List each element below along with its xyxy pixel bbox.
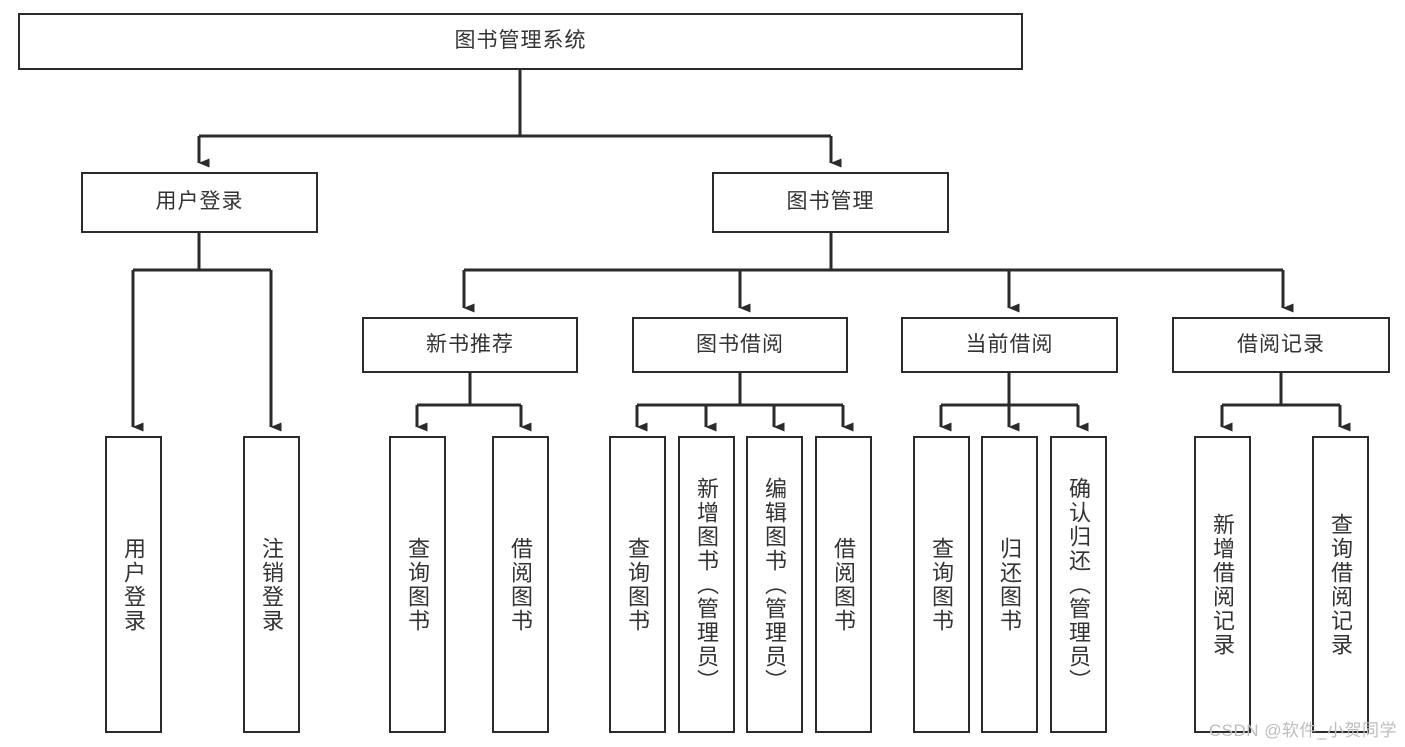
node-leaf-borrow-book-2-label: 借阅图书 [831, 536, 857, 633]
node-leaf-query-book-3[interactable]: 查询图书 [913, 436, 970, 733]
node-book-borrow-label: 图书借阅 [696, 332, 784, 356]
node-leaf-add-record-label: 新增借阅记录 [1210, 512, 1236, 657]
node-borrow-record[interactable]: 借阅记录 [1172, 317, 1390, 373]
node-leaf-logout-label: 注销登录 [259, 536, 285, 633]
node-leaf-add-book-label: 新增图书（管理员） [694, 476, 720, 693]
node-current-borrow-label: 当前借阅 [965, 332, 1054, 356]
node-leaf-edit-book[interactable]: 编辑图书（管理员） [746, 436, 803, 733]
node-leaf-query-book-1-label: 查询图书 [405, 536, 431, 633]
node-leaf-logout[interactable]: 注销登录 [243, 436, 300, 733]
node-leaf-return-book-label: 归还图书 [997, 536, 1023, 633]
csdn-watermark: CSDN @软件_小贺同学 [1208, 721, 1397, 740]
node-book-manage[interactable]: 图书管理 [712, 172, 949, 233]
node-leaf-query-record[interactable]: 查询借阅记录 [1312, 436, 1369, 733]
node-leaf-query-book-2[interactable]: 查询图书 [609, 436, 666, 733]
node-leaf-confirm-return-label: 确认归还（管理员） [1066, 476, 1092, 693]
node-leaf-confirm-return[interactable]: 确认归还（管理员） [1050, 436, 1107, 733]
node-leaf-add-record[interactable]: 新增借阅记录 [1194, 436, 1251, 733]
node-leaf-borrow-book-2[interactable]: 借阅图书 [815, 436, 872, 733]
node-root-system-label: 图书管理系统 [454, 29, 587, 53]
node-user-login-label: 用户登录 [155, 190, 244, 214]
node-leaf-edit-book-label: 编辑图书（管理员） [762, 476, 788, 693]
node-leaf-query-book-3-label: 查询图书 [929, 536, 955, 633]
node-leaf-query-book-2-label: 查询图书 [625, 536, 651, 633]
node-leaf-query-record-label: 查询借阅记录 [1328, 512, 1354, 657]
node-leaf-borrow-book-1-label: 借阅图书 [508, 536, 534, 633]
node-new-book-recommend-label: 新书推荐 [426, 332, 514, 356]
node-leaf-return-book[interactable]: 归还图书 [981, 436, 1038, 733]
node-borrow-record-label: 借阅记录 [1237, 332, 1325, 356]
node-current-borrow[interactable]: 当前借阅 [901, 317, 1118, 373]
node-leaf-user-login[interactable]: 用户登录 [105, 436, 162, 733]
node-book-manage-label: 图书管理 [786, 190, 875, 214]
node-book-borrow[interactable]: 图书借阅 [632, 317, 848, 373]
node-leaf-borrow-book-1[interactable]: 借阅图书 [492, 436, 549, 733]
node-new-book-recommend[interactable]: 新书推荐 [362, 317, 578, 373]
node-user-login[interactable]: 用户登录 [81, 172, 318, 233]
node-root-system[interactable]: 图书管理系统 [18, 13, 1023, 70]
node-leaf-user-login-label: 用户登录 [121, 536, 147, 633]
node-leaf-query-book-1[interactable]: 查询图书 [389, 436, 446, 733]
node-leaf-add-book[interactable]: 新增图书（管理员） [678, 436, 735, 733]
